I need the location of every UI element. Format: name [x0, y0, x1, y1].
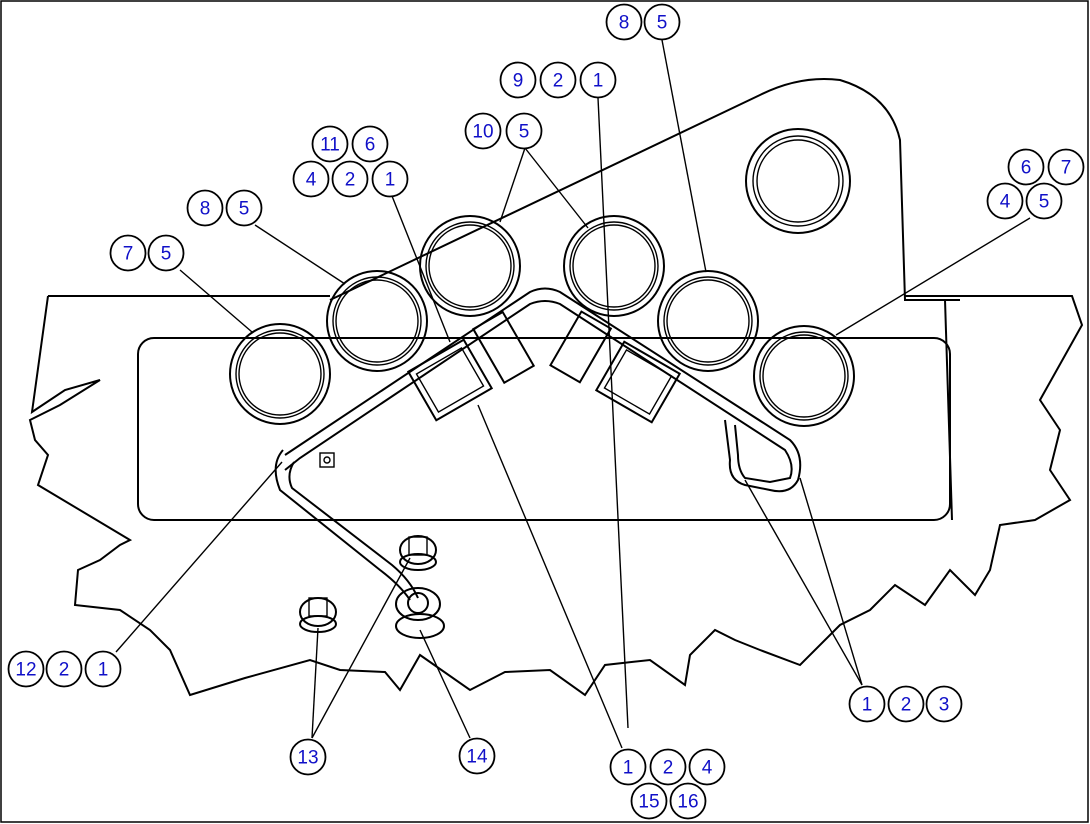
- callout-number: 1: [862, 695, 873, 716]
- callout-bubble: [605, 3, 643, 41]
- callout-bubble: [848, 685, 886, 723]
- tubing: [274, 287, 802, 601]
- callout-group-14: 14: [458, 737, 496, 775]
- callout-bubble: [609, 748, 647, 786]
- ring-3: [419, 215, 521, 317]
- callout-group-13: 13: [289, 738, 327, 776]
- callout-number: 1: [593, 71, 604, 92]
- callout-number: 4: [306, 170, 317, 191]
- callout-bubble: [186, 189, 224, 227]
- callout-number: 5: [657, 13, 668, 34]
- callout-group-9-2-1: 9 2 1: [499, 61, 617, 99]
- callout-number: 2: [901, 695, 912, 716]
- callout-bubble: [351, 125, 389, 163]
- housing: [329, 78, 960, 521]
- callout-group-12-2-1: 12 2 1: [7, 650, 122, 688]
- callout-number: 1: [623, 758, 634, 779]
- callout-number: 5: [161, 244, 172, 265]
- callout-number: 13: [297, 748, 318, 769]
- callout-number: 2: [345, 170, 356, 191]
- callout-number: 7: [123, 244, 134, 265]
- callout-bubble: [311, 125, 349, 163]
- callout-bubble: [371, 160, 409, 198]
- callout-bubble: [292, 160, 330, 198]
- callout-bubble: [225, 189, 263, 227]
- callout-number: 8: [200, 199, 211, 220]
- cap-13b: [399, 535, 437, 571]
- callout-number: 6: [1021, 158, 1032, 179]
- callout-number: 1: [385, 170, 396, 191]
- callout-group-11-6: 11 6: [311, 125, 389, 163]
- callout-bubble: [109, 234, 147, 272]
- ring-6: [753, 325, 855, 427]
- callout-bubble: [147, 234, 185, 272]
- callout-number: 4: [702, 758, 713, 779]
- callout-bubble: [1025, 182, 1063, 220]
- callout-bubble: [458, 737, 496, 775]
- callout-number: 2: [59, 660, 70, 681]
- callout-group-4-2-1: 4 2 1: [292, 160, 409, 198]
- ring-2: [326, 270, 428, 372]
- callout-bubble: [1047, 148, 1085, 186]
- callout-bubble: [925, 685, 963, 723]
- callout-number: 12: [15, 660, 36, 681]
- callout-bubble: [643, 3, 681, 41]
- callout-bubble: [7, 650, 45, 688]
- fittings: [299, 535, 445, 639]
- callout-number: 4: [1000, 192, 1011, 213]
- gauge-rings: [229, 215, 855, 427]
- mounting-plate: [28, 295, 1084, 697]
- callout-group-1-2-4: 1 2 4: [609, 748, 726, 786]
- ring-4: [563, 215, 665, 317]
- callout-number: 16: [677, 792, 698, 813]
- callout-number: 11: [320, 135, 340, 156]
- callout-number: 1: [98, 660, 109, 681]
- callout-number: 9: [513, 71, 524, 92]
- callout-group-1-2-3: 1 2 3: [848, 685, 963, 723]
- callout-bubble: [630, 782, 668, 820]
- callout-bubble: [505, 112, 543, 150]
- callout-bubble: [289, 738, 327, 776]
- callout-number: 2: [663, 758, 674, 779]
- callout-bubble: [464, 112, 502, 150]
- callout-bubble: [499, 61, 537, 99]
- callout-bubble: [1007, 148, 1045, 186]
- callout-number: 3: [939, 695, 950, 716]
- callout-bubble: [579, 61, 617, 99]
- callout-number: 5: [239, 199, 250, 220]
- callout-number: 15: [638, 792, 659, 813]
- callout-number: 5: [1039, 192, 1050, 213]
- callout-number: 10: [472, 122, 493, 143]
- callout-bubble: [649, 748, 687, 786]
- callout-bubble: [688, 748, 726, 786]
- callout-bubble: [986, 182, 1024, 220]
- cap-13a: [299, 597, 337, 633]
- callout-number: 2: [553, 71, 564, 92]
- fitting-14: [395, 587, 445, 639]
- callout-number: 14: [466, 747, 488, 768]
- callout-bubble: [669, 782, 707, 820]
- callout-number: 6: [365, 135, 376, 156]
- ring-1: [229, 323, 331, 425]
- callout-number: 8: [619, 13, 630, 34]
- callout-group-10-5: 10 5: [464, 112, 543, 150]
- callout-bubble: [539, 61, 577, 99]
- ring-5: [657, 270, 759, 372]
- callout-number: 7: [1061, 158, 1072, 179]
- callout-bubble: [45, 650, 83, 688]
- callout-bubble: [84, 650, 122, 688]
- callout-bubble: [331, 160, 369, 198]
- leader-lines: [115, 39, 1031, 749]
- callout-number: 5: [519, 122, 530, 143]
- callout-bubble: [887, 685, 925, 723]
